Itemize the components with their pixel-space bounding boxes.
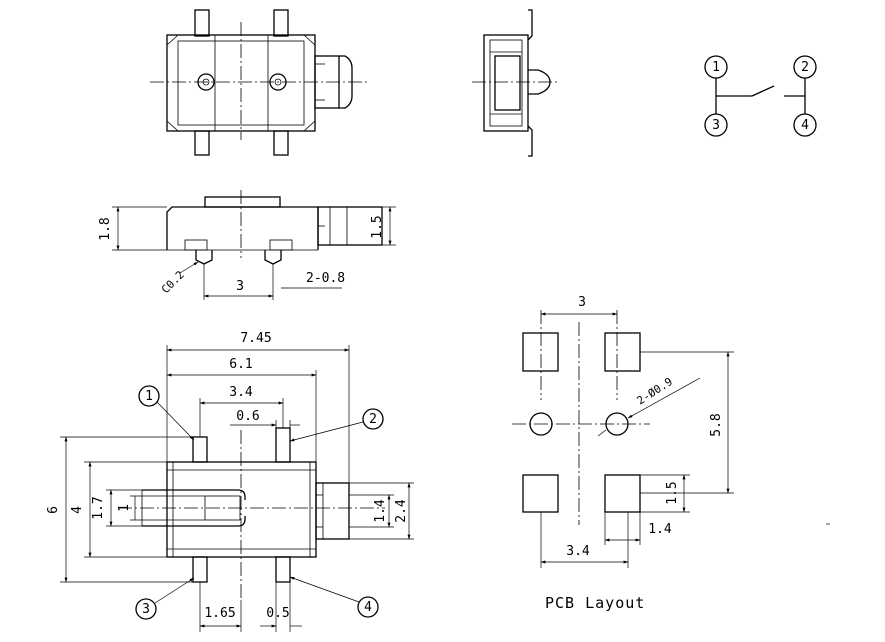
dim-length-overall: 7.45 [240, 331, 271, 346]
pcb-dim-pad-width: 1.4 [648, 522, 672, 537]
top-view-drawing [150, 9, 368, 156]
pcb-pad [604, 332, 641, 372]
pcb-pad [522, 474, 559, 513]
side-height-label: 1.8 [98, 217, 113, 240]
dim-height-body: 4 [70, 506, 85, 514]
callout-pin-3: 3 [142, 602, 150, 617]
side-view-drawing: 1.8 1.5 3 2-0.8 C0.2 [98, 190, 396, 300]
dim-terminal-width: 0.6 [236, 409, 259, 424]
dim-terminal-width-bottom: 0.5 [266, 606, 289, 621]
pin-2-label: 2 [801, 60, 809, 75]
pcb-layout-drawing: 3 5.8 1.5 1.4 3.4 2-Ø0.9 PCB Layout [512, 295, 830, 612]
switch-schematic: 1 2 3 4 [704, 55, 817, 137]
dim-height-overall: 6 [46, 506, 61, 514]
dim-actuator-width: 1.4 [373, 499, 388, 523]
dim-offset: 1.65 [204, 606, 235, 621]
pcb-dim-pad-height: 1.5 [665, 481, 680, 504]
pin-4-label: 4 [801, 118, 809, 133]
dim-terminal-span: 3.4 [229, 385, 253, 400]
dim-slot-inner: 1 [117, 504, 132, 512]
end-view-drawing [472, 9, 560, 157]
dimensioned-top-view: 7.45 6.1 3.4 0.6 6 4 1.7 1 1.4 2.4 [46, 331, 414, 632]
side-chamfer-label: C0.2 [159, 268, 187, 296]
pin-3-label: 3 [712, 118, 720, 133]
pin-1-label: 1 [712, 60, 720, 75]
callout-pin-4: 4 [364, 600, 372, 615]
side-pin-pitch-label: 3 [236, 279, 244, 294]
pcb-pad [604, 474, 641, 513]
pcb-dim-horizontal-span: 3.4 [566, 544, 590, 559]
side-pin-width-label: 2-0.8 [306, 271, 345, 286]
pcb-pad [522, 332, 559, 372]
pcb-layout-caption: PCB Layout [545, 594, 645, 612]
callout-pin-1: 1 [145, 389, 153, 404]
dim-slot-outer: 1.7 [91, 496, 106, 519]
dim-length-body: 6.1 [229, 357, 252, 372]
pcb-dim-holes: 2-Ø0.9 [635, 375, 675, 408]
dim-actuator-base: 2.4 [394, 499, 409, 523]
callout-pin-2: 2 [369, 412, 377, 427]
pcb-dim-pad-pitch: 3 [578, 295, 586, 310]
side-actuator-height-label: 1.5 [370, 215, 385, 238]
pcb-dim-vertical-span: 5.8 [709, 413, 724, 436]
